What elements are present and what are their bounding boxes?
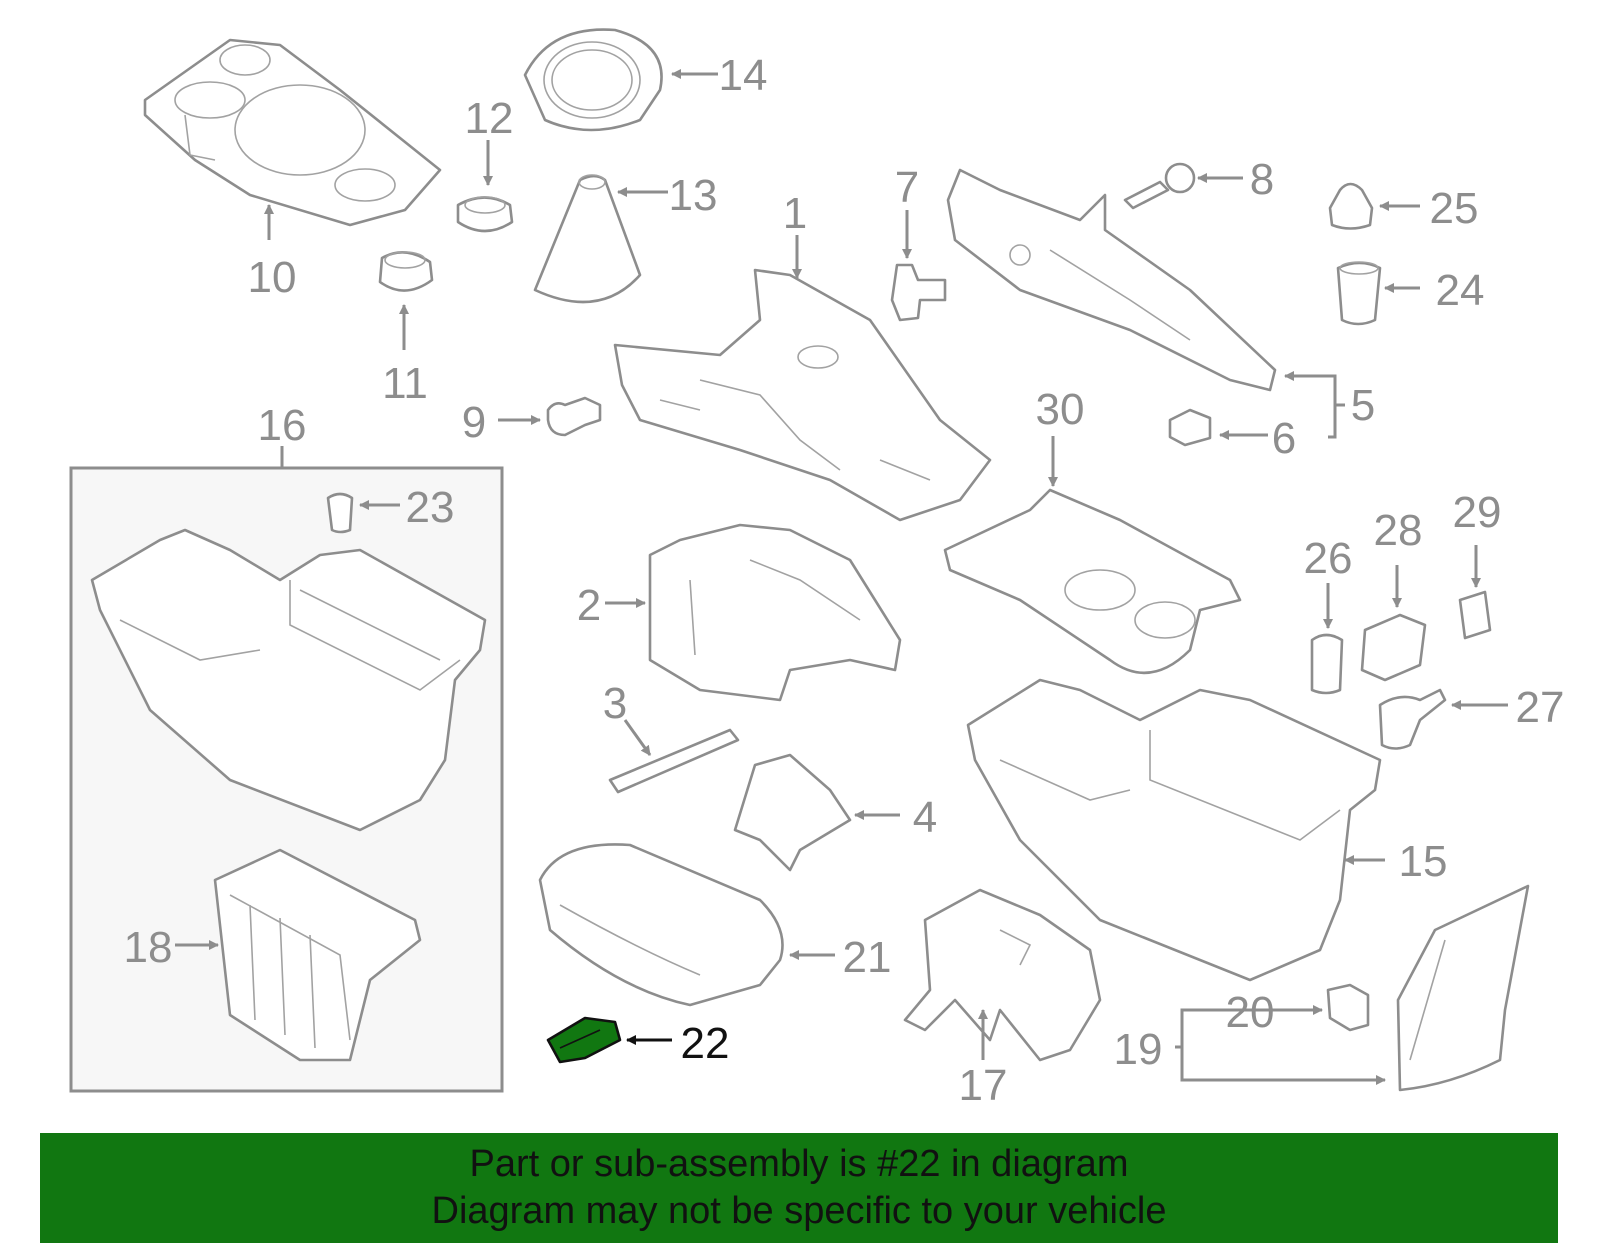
callout-17: 17 — [959, 1061, 1008, 1110]
part-28-switch — [1360, 613, 1427, 682]
part-17-bracket — [903, 888, 1102, 1062]
part-25-knob — [1328, 182, 1374, 230]
part-16-console-body — [90, 528, 487, 832]
part-4-bracket — [733, 753, 852, 872]
part-29-switch — [1458, 590, 1492, 640]
callout-12: 12 — [465, 94, 514, 143]
callout-3: 3 — [603, 679, 627, 728]
part-7-bracket — [890, 263, 947, 322]
callout-5: 5 — [1351, 381, 1375, 430]
part-11-knob — [378, 251, 434, 292]
part-12-ring — [456, 196, 514, 233]
part-10-cupholder-tray — [143, 38, 442, 227]
part-26-switch — [1310, 633, 1344, 695]
part-1-console-frame — [613, 268, 992, 522]
callout-30: 30 — [1036, 385, 1085, 434]
part-18-storage-bin — [213, 848, 422, 1062]
callout-28: 28 — [1374, 506, 1423, 555]
part-23-bumper — [326, 492, 354, 534]
part-3-rail — [608, 728, 740, 794]
part-9-push-clip — [546, 396, 602, 437]
callout-14: 14 — [719, 51, 768, 100]
part-8-screw — [1123, 162, 1196, 210]
banner-line-1: Part or sub-assembly is #22 in diagram — [469, 1143, 1129, 1185]
part-13-shift-boot — [533, 174, 642, 304]
callout-6: 6 — [1272, 414, 1296, 463]
callout-9: 9 — [462, 398, 486, 447]
callout-4: 4 — [913, 793, 937, 842]
part-19-side-panel — [1396, 884, 1530, 1092]
callout-1: 1 — [783, 189, 807, 238]
info-banner: Part or sub-assembly is #22 in diagram D… — [40, 1133, 1558, 1243]
callout-25: 25 — [1430, 184, 1479, 233]
callout-21: 21 — [843, 933, 892, 982]
callout-29: 29 — [1453, 488, 1502, 537]
callout-20: 20 — [1226, 988, 1275, 1037]
part-21-armrest-lid — [538, 843, 784, 1007]
callout-10: 10 — [248, 253, 297, 302]
callout-19: 19 — [1114, 1025, 1163, 1074]
callout-26: 26 — [1304, 534, 1353, 583]
callout-2: 2 — [577, 581, 601, 630]
callout-18: 18 — [124, 923, 173, 972]
part-14-bezel — [523, 28, 663, 132]
callout-16: 16 — [258, 401, 307, 450]
callout-7: 7 — [895, 163, 919, 212]
part-5-side-trim — [946, 168, 1277, 392]
part-24-socket — [1336, 261, 1382, 326]
callout-8: 8 — [1250, 155, 1274, 204]
part-6-clip — [1168, 408, 1212, 447]
callout-11: 11 — [382, 359, 428, 408]
part-30-cupholder-insert — [943, 488, 1242, 675]
part-15-console-body — [966, 678, 1382, 982]
part-27-holder — [1378, 688, 1447, 750]
callout-13: 13 — [669, 171, 718, 220]
callout-22: 22 — [681, 1019, 730, 1068]
part-22-highlighted-pad — [546, 1016, 622, 1064]
part-20-clip — [1326, 983, 1370, 1032]
banner-line-2: Diagram may not be specific to your vehi… — [431, 1190, 1167, 1232]
callout-24: 24 — [1436, 266, 1485, 315]
callout-23: 23 — [406, 483, 455, 532]
part-2-console-front — [648, 523, 902, 702]
callout-27: 27 — [1516, 683, 1565, 732]
callout-15: 15 — [1399, 837, 1448, 886]
